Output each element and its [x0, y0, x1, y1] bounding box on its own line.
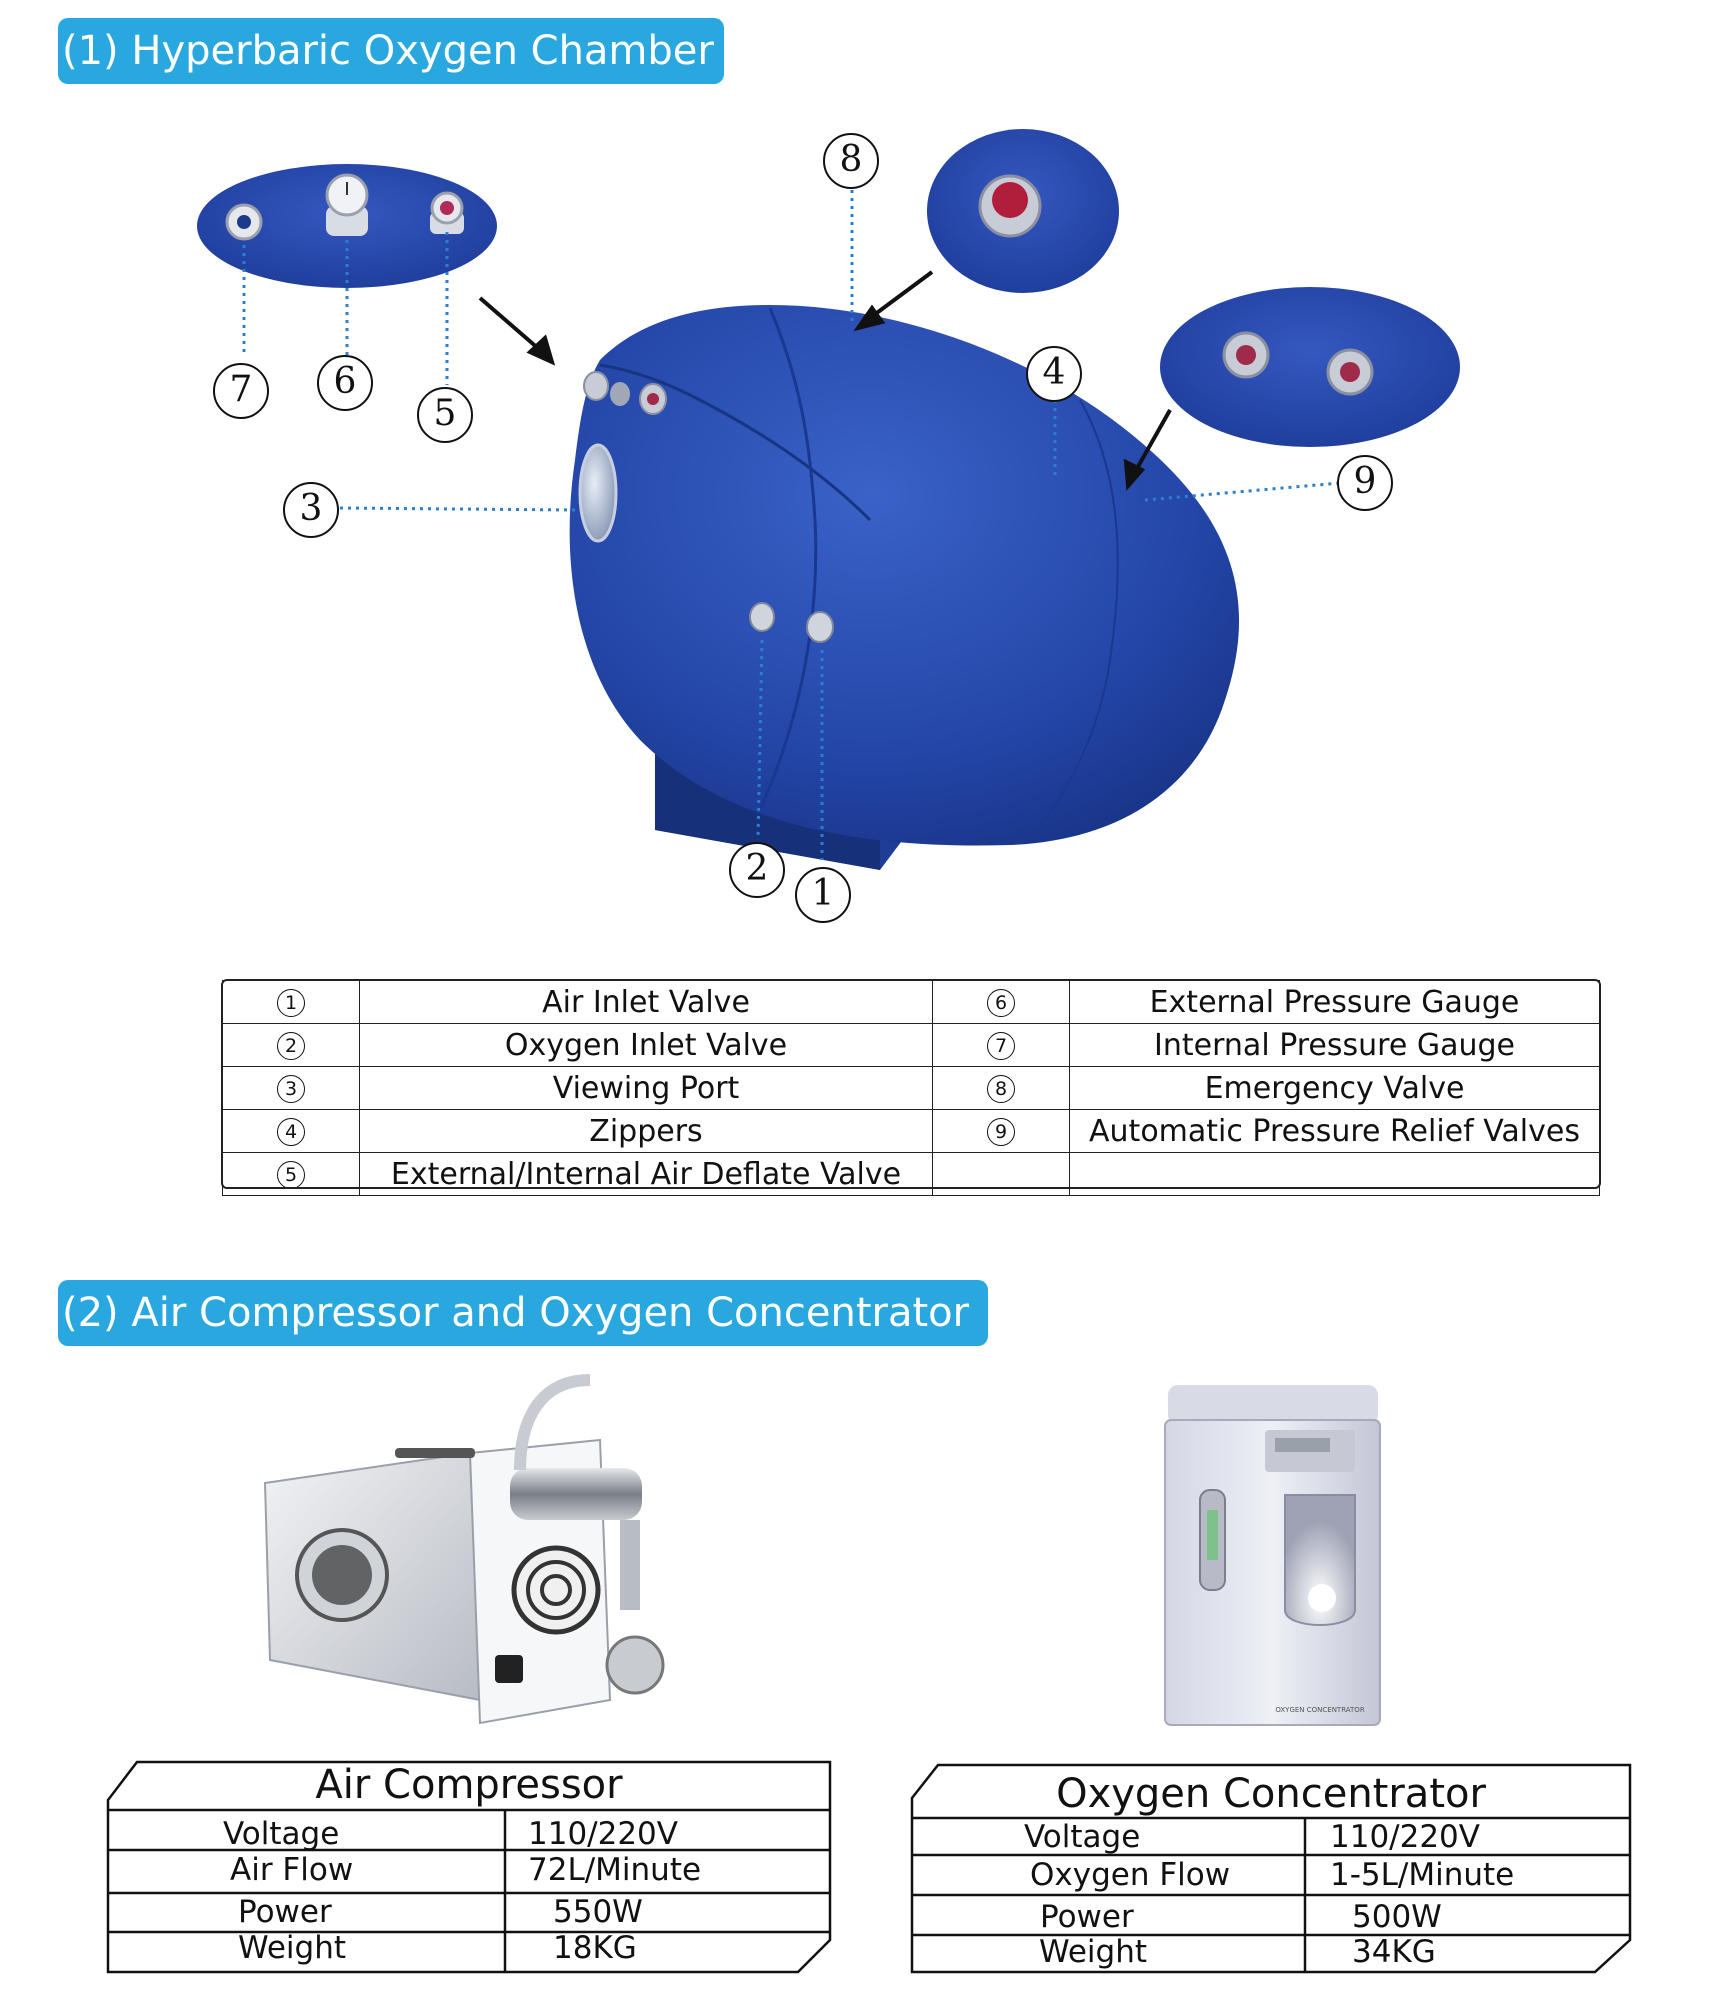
legend-row: 2 Oxygen Inlet Valve 7 Internal Pressure… [222, 1023, 1600, 1067]
viewing-port [578, 443, 618, 543]
callout-9: 9 [1337, 455, 1393, 511]
spec-row: Oxygen Flow 1-5L/Minute [912, 1855, 1630, 1895]
legend-label: External/Internal Air Deflate Valve [359, 1152, 933, 1196]
spec-value: 1-5L/Minute [1330, 1857, 1515, 1893]
spec-label: Weight [1039, 1934, 1148, 1970]
legend-number: 8 [987, 1075, 1015, 1103]
legend-number: 4 [277, 1118, 305, 1146]
air-inlet-valve-knob [806, 611, 834, 643]
callout-1: 1 [795, 867, 851, 923]
legend-label: Internal Pressure Gauge [1069, 1023, 1600, 1067]
spec-label: Power [238, 1894, 332, 1930]
legend-row: 4 Zippers 9 Automatic Pressure Relief Va… [222, 1109, 1600, 1153]
legend-number: 7 [987, 1032, 1015, 1060]
spec-value: 110/220V [1330, 1819, 1480, 1855]
spec-row: Power 500W [912, 1897, 1630, 1937]
legend-row: 1 Air Inlet Valve 6 External Pressure Ga… [222, 980, 1600, 1024]
spec-title: Oxygen Concentrator [1056, 1771, 1486, 1817]
callout-8: 8 [823, 133, 879, 189]
spec-value: 72L/Minute [528, 1852, 702, 1888]
oxygen-inlet-valve-knob [749, 602, 775, 632]
legend-number: 2 [277, 1032, 305, 1060]
legend-row: 5 External/Internal Air Deflate Valve [222, 1152, 1600, 1196]
spec-label: Voltage [223, 1816, 340, 1852]
legend-label: Viewing Port [359, 1066, 933, 1110]
parts-legend-table: 1 Air Inlet Valve 6 External Pressure Ga… [222, 980, 1600, 1196]
legend-label: Oxygen Inlet Valve [359, 1023, 933, 1067]
spec-row: Weight 18KG [108, 1928, 830, 1968]
legend-number: 3 [277, 1075, 305, 1103]
spec-row: Weight 34KG [912, 1932, 1630, 1972]
section-title-equipment: (2) Air Compressor and Oxygen Concentrat… [58, 1280, 988, 1346]
callout-2: 2 [729, 842, 785, 898]
callout-4: 4 [1026, 346, 1082, 402]
device-label: OXYGEN CONCENTRATOR [1275, 1706, 1365, 1714]
chamber-illustration [197, 129, 1460, 870]
section-title-chamber: (1) Hyperbaric Oxygen Chamber [58, 18, 724, 84]
air-compressor-image [263, 1374, 665, 1725]
legend-number: 1 [277, 989, 305, 1017]
callout-7: 7 [213, 363, 269, 419]
callout-3: 3 [283, 482, 339, 538]
legend-number: 6 [987, 989, 1015, 1017]
legend-label: Automatic Pressure Relief Valves [1069, 1109, 1600, 1153]
spec-value: 110/220V [528, 1816, 678, 1852]
legend-number: 9 [987, 1118, 1015, 1146]
spec-value: 18KG [553, 1930, 637, 1966]
spec-row: Voltage 110/220V [108, 1814, 830, 1854]
chamber-body [569, 305, 1240, 846]
spec-label: Voltage [1024, 1819, 1141, 1855]
spec-label: Weight [238, 1930, 347, 1966]
spec-value: 34KG [1352, 1934, 1436, 1970]
spec-label: Power [1040, 1899, 1134, 1935]
callout-6: 6 [317, 355, 373, 411]
spec-row: Power 550W [108, 1892, 830, 1932]
valve-top-left [583, 371, 609, 401]
legend-label: Emergency Valve [1069, 1066, 1600, 1110]
inset-relief-valves [1160, 287, 1460, 447]
legend-number: 5 [277, 1161, 305, 1189]
spec-row: Air Flow 72L/Minute [108, 1850, 830, 1890]
callout-5: 5 [417, 387, 473, 443]
spec-value: 500W [1352, 1899, 1442, 1935]
legend-label: Air Inlet Valve [359, 980, 933, 1024]
oxygen-concentrator-image: OXYGEN CONCENTRATOR [1164, 1385, 1381, 1726]
legend-label: Zippers [359, 1109, 933, 1153]
legend-label: External Pressure Gauge [1069, 980, 1600, 1024]
spec-title: Air Compressor [315, 1762, 623, 1808]
spec-value: 550W [553, 1894, 643, 1930]
spec-label: Air Flow [230, 1852, 354, 1888]
air-compressor-spec-table: Air Compressor Voltage 110/220V Air Flow… [108, 1762, 830, 1972]
legend-row: 3 Viewing Port 8 Emergency Valve [222, 1066, 1600, 1110]
spec-row: Voltage 110/220V [912, 1817, 1630, 1857]
oxygen-concentrator-spec-table: Oxygen Concentrator Voltage 110/220V Oxy… [912, 1765, 1630, 1972]
spec-label: Oxygen Flow [1030, 1857, 1231, 1893]
